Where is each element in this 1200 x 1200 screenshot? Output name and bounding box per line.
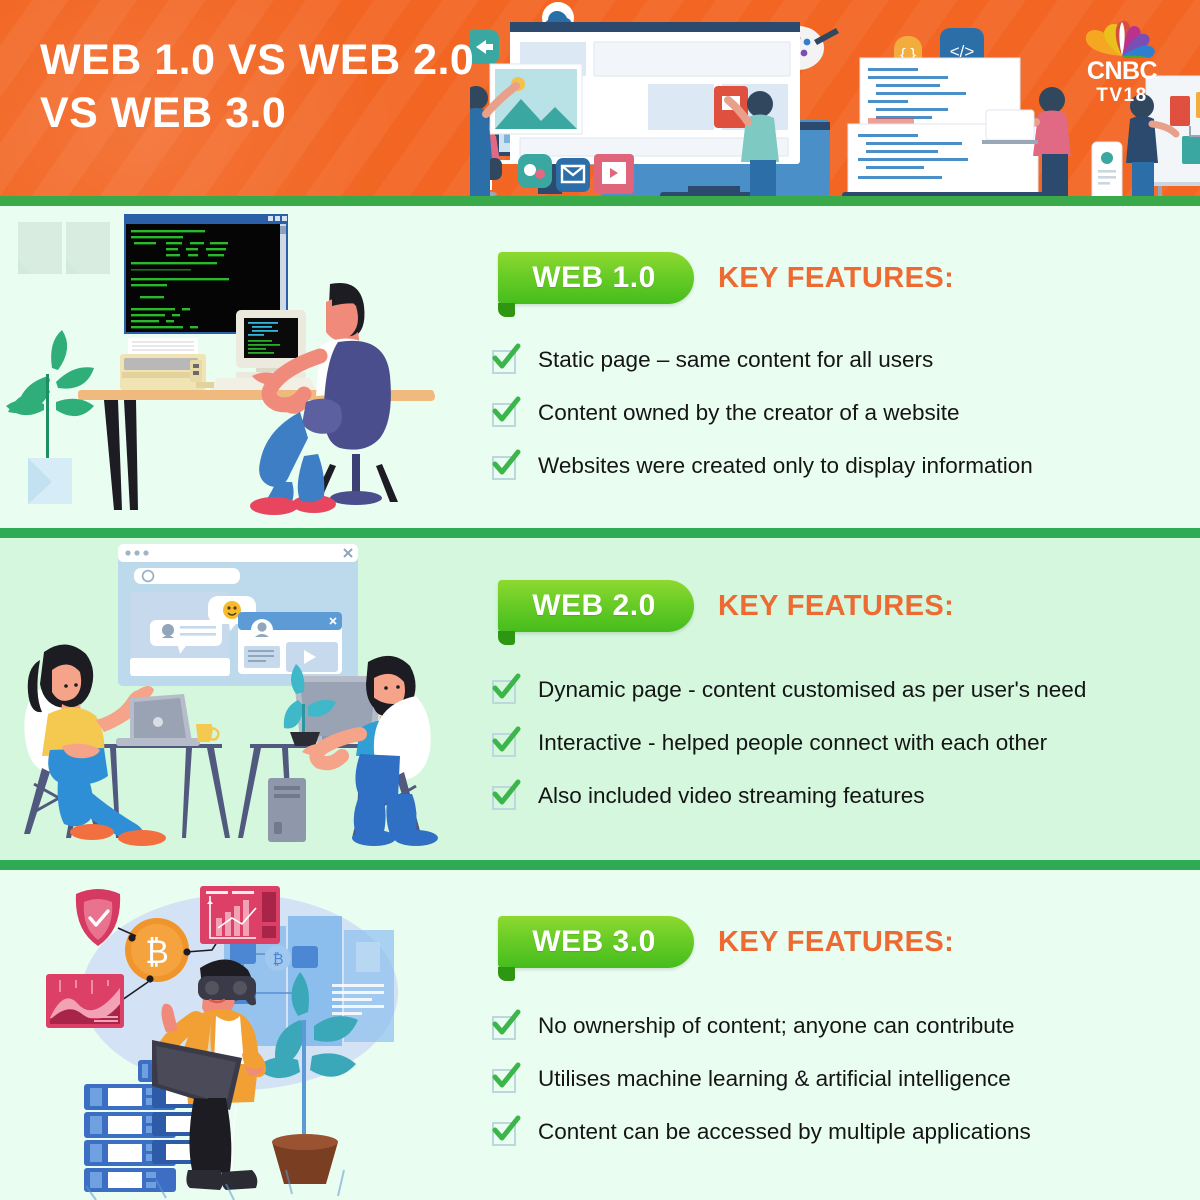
svg-text:₿: ₿ bbox=[145, 934, 169, 970]
logo-cnbc-text: CNBC bbox=[1086, 57, 1158, 85]
feature-text: Dynamic page - content customised as per… bbox=[538, 676, 1087, 702]
svg-text:₿: ₿ bbox=[272, 951, 283, 968]
page-title: WEB 1.0 VS WEB 2.0 VS WEB 3.0 bbox=[40, 36, 475, 138]
feature-item: Utilises machine learning & artificial i… bbox=[490, 1061, 1200, 1097]
feature-text: Websites were created only to display in… bbox=[538, 452, 1033, 478]
feature-item: Interactive - helped people connect with… bbox=[490, 725, 1200, 761]
web3-badge-label: WEB 3.0 bbox=[532, 925, 656, 958]
checkmark-icon bbox=[490, 1062, 521, 1094]
web1-badge-label: WEB 1.0 bbox=[532, 261, 656, 294]
badge-fold bbox=[498, 303, 515, 317]
feature-item: Also included video streaming features bbox=[490, 778, 1200, 814]
checkmark-icon bbox=[490, 1115, 521, 1147]
logo-tv18-text: TV18 bbox=[1096, 85, 1148, 106]
checkmark-icon bbox=[490, 1009, 521, 1041]
web3-key-features-label: KEY FEATURES: bbox=[718, 925, 955, 958]
web3-feature-list: No ownership of content; anyone can cont… bbox=[490, 1008, 1200, 1167]
web1-key-features-label: KEY FEATURES: bbox=[718, 261, 955, 294]
web2-badge-label: WEB 2.0 bbox=[532, 589, 656, 622]
feature-text: No ownership of content; anyone can cont… bbox=[538, 1012, 1015, 1038]
feature-item: Static page – same content for all users bbox=[490, 342, 1200, 378]
cnbc-tv18-logo: CNBC TV18 bbox=[1066, 14, 1178, 105]
web1-badge-row: WEB 1.0 KEY FEATURES: bbox=[498, 252, 955, 317]
web3-badge: WEB 3.0 bbox=[498, 916, 694, 981]
feature-text: Interactive - helped people connect with… bbox=[538, 729, 1048, 755]
badge-fold bbox=[498, 631, 515, 645]
badge-fold bbox=[498, 967, 515, 981]
checkmark-icon bbox=[490, 343, 521, 375]
nbc-peacock-icon bbox=[1085, 20, 1155, 58]
checkmark-icon bbox=[490, 396, 521, 428]
header-illustration: { } </> bbox=[470, 0, 1200, 196]
feature-item: Websites were created only to display in… bbox=[490, 448, 1200, 484]
checkmark-icon bbox=[490, 449, 521, 481]
section-divider-2 bbox=[0, 860, 1200, 870]
header-divider bbox=[0, 196, 1200, 206]
web2-badge-row: WEB 2.0 KEY FEATURES: bbox=[498, 580, 955, 645]
feature-item: Content owned by the creator of a websit… bbox=[490, 395, 1200, 431]
web2-illustration bbox=[0, 538, 470, 860]
feature-text: Content can be accessed by multiple appl… bbox=[538, 1118, 1031, 1144]
web1-illustration bbox=[0, 206, 470, 528]
feature-item: Content can be accessed by multiple appl… bbox=[490, 1114, 1200, 1150]
web1-content: WEB 1.0 KEY FEATURES: Static page – same… bbox=[490, 206, 1200, 528]
web3-illustration: ₿ ₿ bbox=[0, 870, 470, 1200]
section-divider-1 bbox=[0, 528, 1200, 538]
feature-text: Utilises machine learning & artificial i… bbox=[538, 1065, 1011, 1091]
web2-feature-list: Dynamic page - content customised as per… bbox=[490, 672, 1200, 831]
web2-content: WEB 2.0 KEY FEATURES: Dynamic page - con… bbox=[490, 538, 1200, 860]
section-web3: ₿ ₿ bbox=[0, 870, 1200, 1200]
feature-item: Dynamic page - content customised as per… bbox=[490, 672, 1200, 708]
checkmark-icon bbox=[490, 779, 521, 811]
web2-key-features-label: KEY FEATURES: bbox=[718, 589, 955, 622]
web2-badge: WEB 2.0 bbox=[498, 580, 694, 645]
section-web2: WEB 2.0 KEY FEATURES: Dynamic page - con… bbox=[0, 538, 1200, 860]
section-web1: WEB 1.0 KEY FEATURES: Static page – same… bbox=[0, 206, 1200, 528]
web1-feature-list: Static page – same content for all users… bbox=[490, 342, 1200, 501]
feature-item: No ownership of content; anyone can cont… bbox=[490, 1008, 1200, 1044]
checkmark-icon bbox=[490, 726, 521, 758]
web3-badge-row: WEB 3.0 KEY FEATURES: bbox=[498, 916, 955, 981]
header-banner: { } </> bbox=[0, 0, 1200, 196]
web3-content: WEB 3.0 KEY FEATURES: No ownership of co… bbox=[490, 870, 1200, 1200]
checkmark-icon bbox=[490, 673, 521, 705]
web1-badge: WEB 1.0 bbox=[498, 252, 694, 317]
svg-text:</>: </> bbox=[950, 42, 975, 61]
header-glow bbox=[0, 0, 400, 196]
feature-text: Also included video streaming features bbox=[538, 782, 925, 808]
feature-text: Content owned by the creator of a websit… bbox=[538, 399, 960, 425]
feature-text: Static page – same content for all users bbox=[538, 346, 934, 372]
